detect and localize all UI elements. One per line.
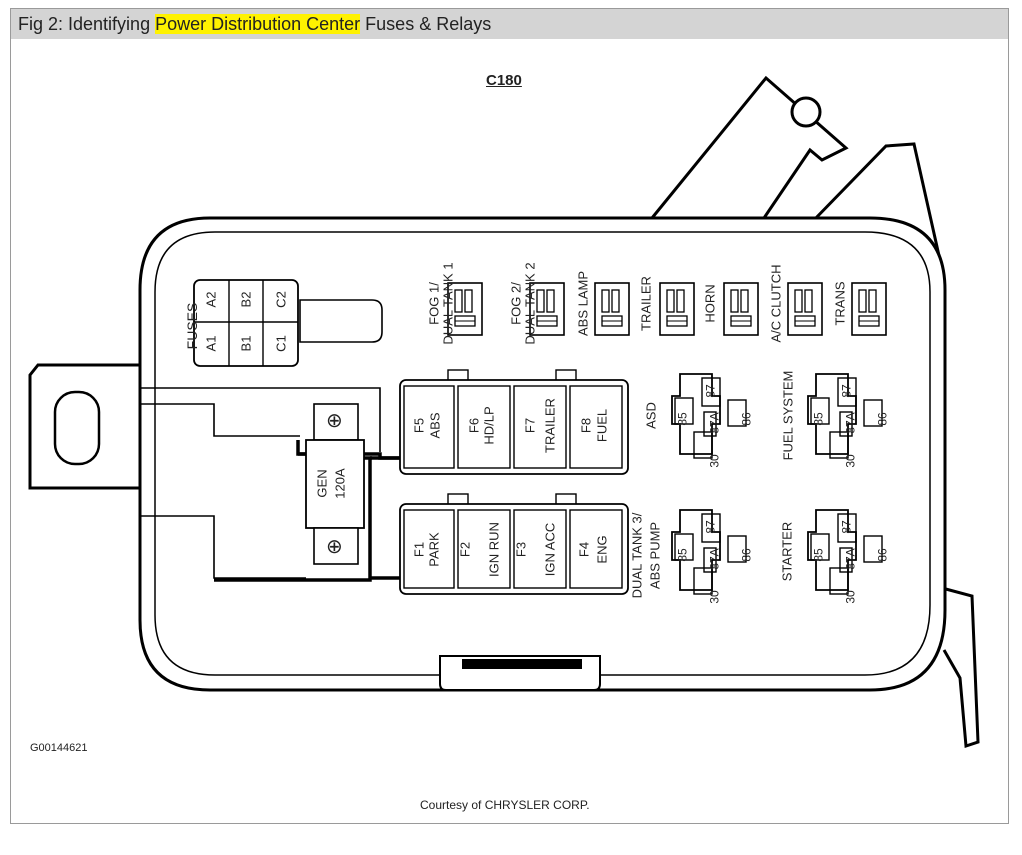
asd-pin-87: 87 [703,384,718,398]
starter-pin-30: 30 [843,590,858,604]
fuse-cell-a1: A1 [203,335,219,352]
fuse-f7-id: F7 [522,417,538,434]
title-suffix: Fuses & Relays [360,14,492,34]
fuel-pin-87: 87 [839,384,854,398]
maxi-fuse-block-bottom [399,493,629,595]
asd-pin-30: 30 [707,454,722,468]
label-fog2: FOG 2/ [508,282,524,325]
asd-pin-85: 85 [675,412,690,426]
fuse-f3-id: F3 [513,541,529,558]
label-abs-lamp: ABS LAMP [575,270,591,337]
fuse-f3-name: IGN ACC [542,522,558,577]
mini-fuse-trailer[interactable] [659,282,695,336]
asd-pin-87a: 87A [707,412,722,434]
fuse-f1-id: F1 [411,541,427,558]
gen-terminal-bottom-icon: ⊕ [326,536,343,558]
label-abs-pump: ABS PUMP [647,521,663,590]
mini-fuse-trans[interactable] [851,282,887,336]
fuses-label: FUSES [184,302,200,350]
fuse-f6-id: F6 [466,417,482,434]
figure-title: Fig 2: Identifying Power Distribution Ce… [11,9,1008,39]
gen-fuse-line1: GEN [314,469,330,498]
starter-pin-87a: 87A [843,548,858,570]
fuse-cell-c1: C1 [273,335,289,352]
fuel-pin-86: 86 [875,412,890,426]
gen-fuse-line2: 120A [332,468,348,499]
fuel-pin-85: 85 [811,412,826,426]
courtesy-text: Courtesy of CHRYSLER CORP. [420,798,590,812]
fuse-cell-b1: B1 [238,335,254,352]
label-horn: HORN [702,284,718,323]
fuse-f4-name: ENG [594,535,610,564]
abs-pump-pin-87: 87 [703,520,718,534]
connector-label: C180 [486,72,522,89]
abs-pump-pin-87a: 87A [707,548,722,570]
fuse-f1-name: PARK [426,532,442,567]
bus-bars [140,387,381,579]
maxi-fuse-block-top [399,369,629,475]
fuse-f6-name: HD/LP [481,406,497,445]
abs-pump-pin-85: 85 [675,548,690,562]
title-prefix: Fig 2: Identifying [18,14,156,34]
label-dual-tank3: DUAL TANK 3/ [629,512,645,599]
fuse-f5-id: F5 [411,417,427,434]
starter-pin-86: 86 [875,548,890,562]
fuse-cell-b2: B2 [238,291,254,308]
label-dual-tank2: DUAL TANK 2 [522,262,538,345]
label-ac-clutch: A/C CLUTCH [768,264,784,343]
fuse-block-abc [193,279,383,367]
label-asd: ASD [643,402,659,429]
fuse-cell-c2: C2 [273,291,289,308]
fuel-pin-30: 30 [843,454,858,468]
asd-pin-86: 86 [739,412,754,426]
fuse-f8-id: F8 [578,417,594,434]
fuse-f4-id: F4 [576,541,592,558]
label-starter: STARTER [779,521,795,582]
label-dual-tank1: DUAL TANK 1 [440,262,456,345]
label-fog1: FOG 1/ [426,282,442,325]
fuse-f7-name: TRAILER [542,398,558,453]
fuse-f8-name: FUEL [594,408,610,443]
fuel-pin-87a: 87A [843,412,858,434]
starter-pin-85: 85 [811,548,826,562]
mount-slot [53,390,101,466]
label-trailer: TRAILER [638,276,654,331]
housing-inner [154,231,931,676]
fuse-f2-id: F2 [457,541,473,558]
abs-pump-pin-86: 86 [739,548,754,562]
fuse-f2-name: IGN RUN [486,522,502,577]
label-fuel-system: FUEL SYSTEM [780,370,796,461]
abs-pump-pin-30: 30 [707,590,722,604]
gen-terminal-top-icon: ⊕ [326,410,343,432]
mini-fuse-abs-lamp[interactable] [594,282,630,336]
mini-fuse-horn[interactable] [723,282,759,336]
starter-pin-87: 87 [839,520,854,534]
gen-fuse[interactable] [305,403,365,565]
title-highlight: Power Distribution Center [155,14,361,34]
fuse-f5-name: ABS [427,412,443,439]
image-code: G00144621 [30,742,88,754]
mini-fuse-ac-clutch[interactable] [787,282,823,336]
label-trans: TRANS [832,281,848,326]
fuse-cell-a2: A2 [203,291,219,308]
